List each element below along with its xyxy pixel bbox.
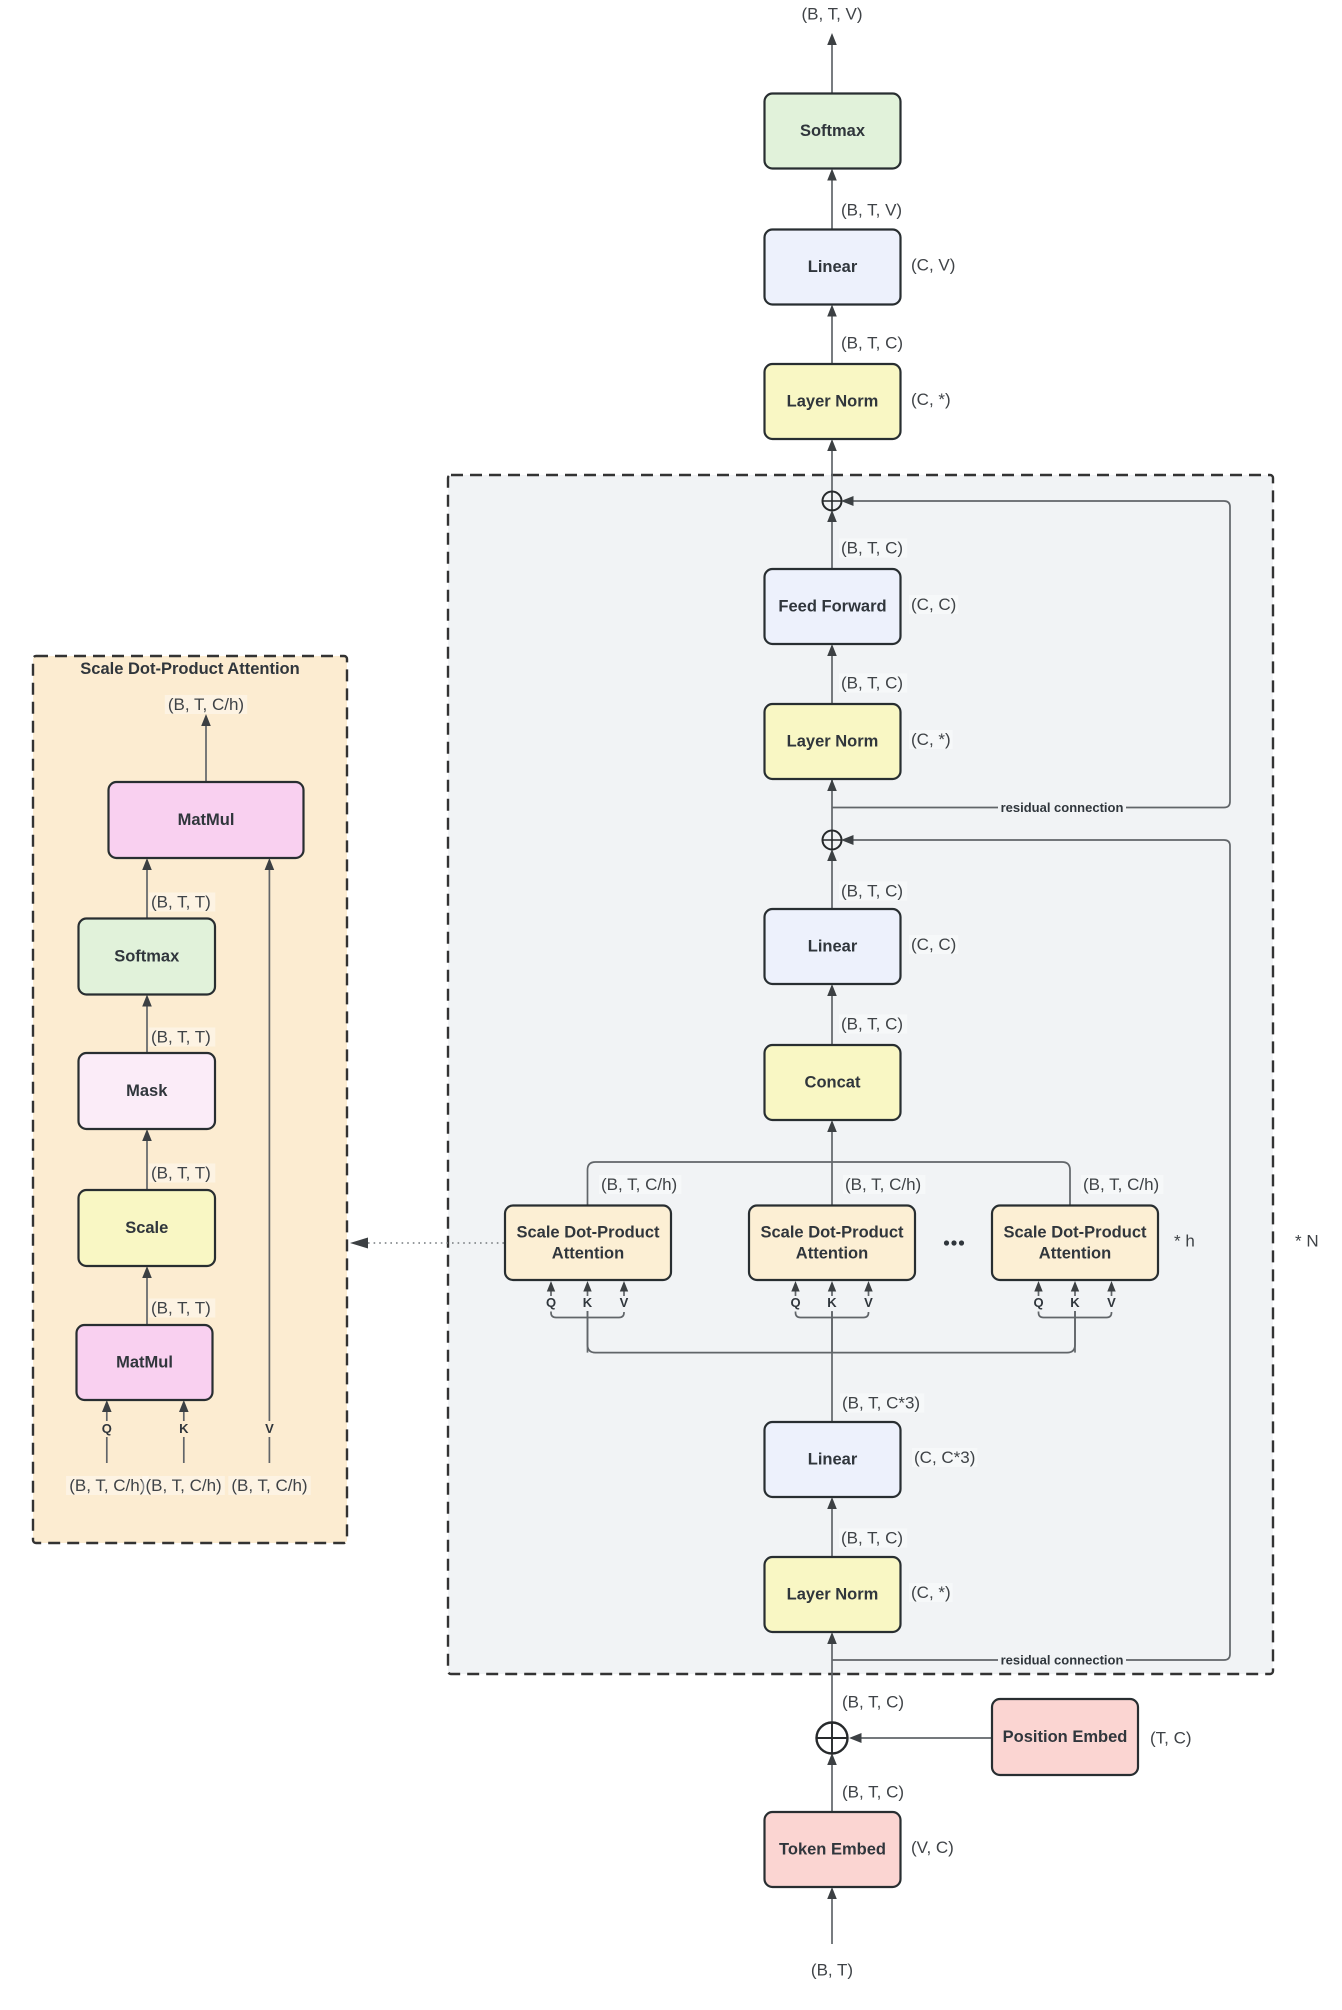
svg-text:(B, T, C): (B, T, C) — [841, 334, 903, 353]
svg-text:V: V — [864, 1295, 873, 1310]
svg-text:(C, *): (C, *) — [911, 1583, 951, 1602]
svg-text:V: V — [265, 1421, 274, 1436]
svg-text:(B, T, C): (B, T, C) — [841, 1529, 903, 1548]
svg-text:MatMul: MatMul — [178, 811, 235, 829]
svg-text:Q: Q — [102, 1421, 112, 1436]
svg-text:(C, C): (C, C) — [911, 935, 956, 954]
svg-text:(B, T, C): (B, T, C) — [842, 1783, 904, 1802]
svg-text:(B, T, C*3): (B, T, C*3) — [842, 1394, 920, 1413]
svg-text:(B, T, V): (B, T, V) — [841, 201, 902, 220]
svg-text:Q: Q — [1033, 1295, 1043, 1310]
svg-text:(B, T, C/h): (B, T, C/h) — [145, 1476, 221, 1495]
svg-text:Q: Q — [546, 1295, 556, 1310]
svg-text:(B, T, C/h): (B, T, C/h) — [168, 695, 244, 714]
svg-text:MatMul: MatMul — [116, 1354, 173, 1372]
svg-text:Q: Q — [790, 1295, 800, 1310]
svg-text:K: K — [583, 1295, 593, 1310]
svg-text:(T, C): (T, C) — [1150, 1729, 1192, 1748]
svg-text:(B, T, T): (B, T, T) — [151, 893, 211, 912]
svg-text:V: V — [1107, 1295, 1116, 1310]
svg-text:(B, T, C/h): (B, T, C/h) — [601, 1175, 677, 1194]
svg-text:Attention: Attention — [1039, 1244, 1111, 1262]
svg-text:(C, V): (C, V) — [911, 256, 955, 275]
svg-text:Attention: Attention — [552, 1244, 624, 1262]
svg-text:(C, *): (C, *) — [911, 730, 951, 749]
svg-text:(B, T, T): (B, T, T) — [151, 1028, 211, 1047]
svg-text:(V, C): (V, C) — [911, 1838, 954, 1857]
svg-text:Layer Norm: Layer Norm — [787, 1586, 879, 1604]
svg-text:Scale Dot-Product: Scale Dot-Product — [1003, 1223, 1147, 1241]
svg-text:K: K — [1070, 1295, 1080, 1310]
svg-text:Mask: Mask — [126, 1082, 168, 1100]
svg-text:Softmax: Softmax — [800, 122, 866, 140]
svg-text:Scale Dot-Product: Scale Dot-Product — [516, 1223, 660, 1241]
svg-text:Position Embed: Position Embed — [1003, 1728, 1128, 1746]
svg-text:(C, C): (C, C) — [911, 595, 956, 614]
svg-text:Layer Norm: Layer Norm — [787, 733, 879, 751]
svg-text:(C, C*3): (C, C*3) — [914, 1448, 975, 1467]
svg-text:(B, T, C/h): (B, T, C/h) — [1083, 1175, 1159, 1194]
svg-text:residual connection: residual connection — [1001, 1653, 1124, 1668]
svg-text:(B, T, C/h): (B, T, C/h) — [231, 1476, 307, 1495]
svg-text:Softmax: Softmax — [114, 948, 180, 966]
svg-text:(B, T, C): (B, T, C) — [842, 1693, 904, 1712]
svg-text:(B, T, C): (B, T, C) — [841, 539, 903, 558]
svg-text:(B, T, C): (B, T, C) — [841, 674, 903, 693]
svg-text:(B, T): (B, T) — [811, 1961, 853, 1980]
svg-text:Layer Norm: Layer Norm — [787, 393, 879, 411]
svg-text:Scale: Scale — [125, 1219, 168, 1237]
svg-text:Scale Dot-Product Attention: Scale Dot-Product Attention — [80, 660, 299, 678]
svg-text:* N: * N — [1295, 1232, 1319, 1251]
svg-text:(B, T, C): (B, T, C) — [841, 882, 903, 901]
svg-text:Concat: Concat — [805, 1074, 861, 1092]
svg-text:Linear: Linear — [808, 938, 858, 956]
svg-text:K: K — [179, 1421, 189, 1436]
svg-text:(C, *): (C, *) — [911, 390, 951, 409]
svg-text:(B, T, C): (B, T, C) — [841, 1015, 903, 1034]
svg-text:(B, T, C/h): (B, T, C/h) — [845, 1175, 921, 1194]
svg-text:Token Embed: Token Embed — [779, 1841, 886, 1859]
svg-text:residual connection: residual connection — [1001, 800, 1124, 815]
svg-text:Linear: Linear — [808, 1451, 858, 1469]
svg-text:V: V — [620, 1295, 629, 1310]
svg-text:(B, T, C/h): (B, T, C/h) — [69, 1476, 145, 1495]
svg-text:(B, T, V): (B, T, V) — [801, 5, 862, 24]
svg-text:(B, T, T): (B, T, T) — [151, 1299, 211, 1318]
svg-text:Scale Dot-Product: Scale Dot-Product — [760, 1223, 904, 1241]
svg-text:(B, T, T): (B, T, T) — [151, 1164, 211, 1183]
svg-text:Attention: Attention — [796, 1244, 868, 1262]
svg-text:Feed Forward: Feed Forward — [778, 598, 886, 616]
svg-text:Linear: Linear — [808, 258, 858, 276]
svg-text:K: K — [827, 1295, 837, 1310]
svg-text:* h: * h — [1174, 1232, 1195, 1251]
